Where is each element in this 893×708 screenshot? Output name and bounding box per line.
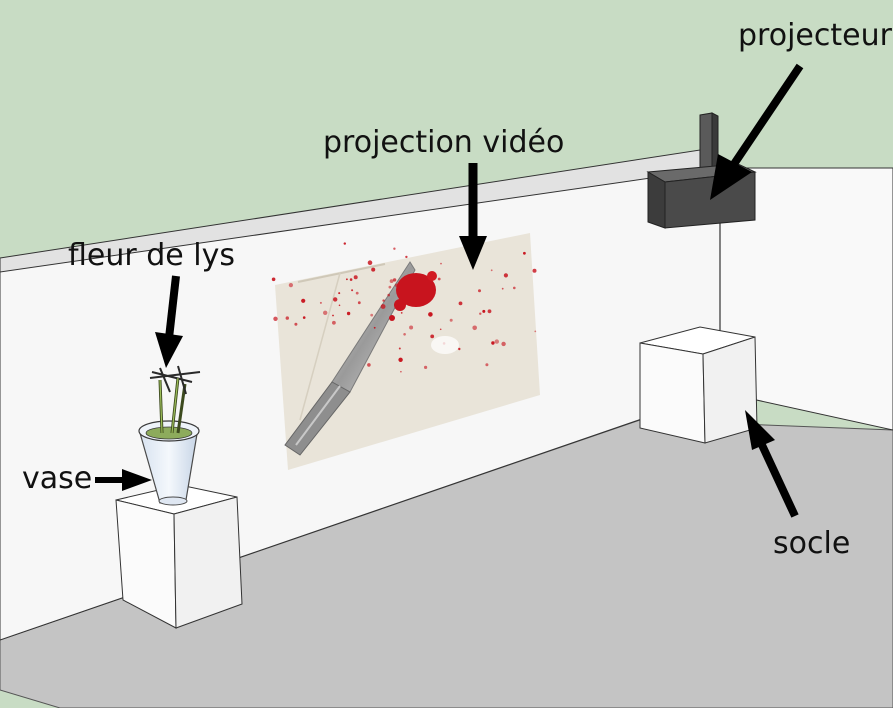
- blood-droplet: [387, 293, 391, 297]
- blood-droplet: [458, 347, 461, 351]
- blood-droplet: [491, 341, 495, 345]
- blood-droplet: [398, 347, 401, 350]
- blood-splatter: [271, 242, 537, 373]
- video-projection: [271, 233, 540, 470]
- blood-droplet: [490, 269, 493, 272]
- blood-droplet: [332, 320, 336, 325]
- blood-droplet: [472, 325, 478, 331]
- blood-droplet: [346, 278, 348, 281]
- blood-droplet: [449, 318, 453, 322]
- blood-droplet: [301, 298, 306, 303]
- blood-droplet: [346, 311, 351, 316]
- blood-droplet: [494, 339, 499, 344]
- knife: [284, 261, 416, 456]
- blood-droplet: [405, 255, 408, 259]
- blood-droplet: [394, 283, 399, 287]
- blood-droplet: [373, 326, 376, 329]
- blood-droplet: [479, 312, 482, 315]
- blood-droplet: [409, 325, 414, 330]
- arrow-video: [459, 163, 487, 270]
- label-vase: vase: [22, 461, 92, 496]
- blood-droplet: [302, 316, 306, 319]
- blood-droplet: [439, 328, 442, 331]
- blood-droplet: [534, 330, 537, 333]
- pedestal-left: [115, 484, 243, 629]
- label-video: projection vidéo: [323, 125, 564, 160]
- blood-droplet: [371, 267, 376, 272]
- blood-droplet: [353, 275, 358, 280]
- blood-droplet: [271, 277, 276, 282]
- label-projector: projecteur: [738, 18, 893, 53]
- blood-droplet: [285, 316, 289, 320]
- blood-droplet: [338, 292, 341, 295]
- blood-droplet: [351, 289, 354, 292]
- arrow-flower: [155, 275, 183, 368]
- blood-droplet: [400, 370, 402, 373]
- blood-droplet: [400, 312, 403, 314]
- blood-droplet: [430, 312, 432, 315]
- blood-droplet: [403, 333, 406, 336]
- blood-droplet: [357, 301, 361, 305]
- blood-droplet: [478, 289, 481, 293]
- blood-droplet: [273, 316, 278, 321]
- blood-droplet: [501, 287, 504, 290]
- blood-droplet: [288, 283, 293, 288]
- blood-droplet: [503, 273, 508, 278]
- blood-droplet: [343, 242, 346, 245]
- blood-droplet: [485, 363, 489, 367]
- blood-droplet: [380, 304, 386, 309]
- flower-stems: [149, 365, 201, 434]
- blood-droplet: [393, 247, 396, 250]
- blood-droplet: [333, 297, 338, 302]
- blood-droplet: [513, 286, 516, 290]
- blood-droplet: [424, 365, 428, 369]
- arrow-vase: [95, 469, 152, 491]
- blood-droplet: [367, 260, 373, 266]
- blood-droplet: [501, 341, 506, 347]
- blood-droplet: [388, 285, 392, 289]
- blood-droplet: [440, 262, 442, 265]
- blood-droplet: [487, 309, 492, 314]
- blood-droplet: [319, 301, 322, 304]
- blood-droplet: [389, 279, 394, 283]
- blood-droplet: [355, 291, 359, 295]
- blood-droplet: [398, 357, 403, 362]
- blood-droplet: [349, 278, 353, 281]
- blood-droplet: [323, 310, 328, 315]
- label-pedestal: socle: [773, 526, 850, 561]
- arrow-projector: [710, 63, 804, 200]
- blood-droplet: [482, 309, 486, 313]
- blood-droplet: [437, 277, 441, 281]
- blood-droplet: [338, 304, 341, 307]
- blood-droplet: [382, 299, 385, 302]
- blood-droplet: [294, 322, 298, 326]
- pedestal-right: [639, 326, 758, 444]
- arrow-pedestal: [745, 410, 799, 518]
- blood-droplet: [332, 314, 334, 317]
- vase: [138, 420, 200, 506]
- blood-droplet: [392, 278, 397, 282]
- blood-droplet: [367, 363, 371, 367]
- blood-droplet: [430, 334, 435, 339]
- blood-droplet: [532, 268, 537, 273]
- blood-droplet: [523, 251, 526, 255]
- blood-droplet: [425, 278, 428, 281]
- blood-droplet: [458, 301, 463, 306]
- blood-droplet: [370, 313, 374, 317]
- label-flower: fleur de lys: [68, 238, 235, 273]
